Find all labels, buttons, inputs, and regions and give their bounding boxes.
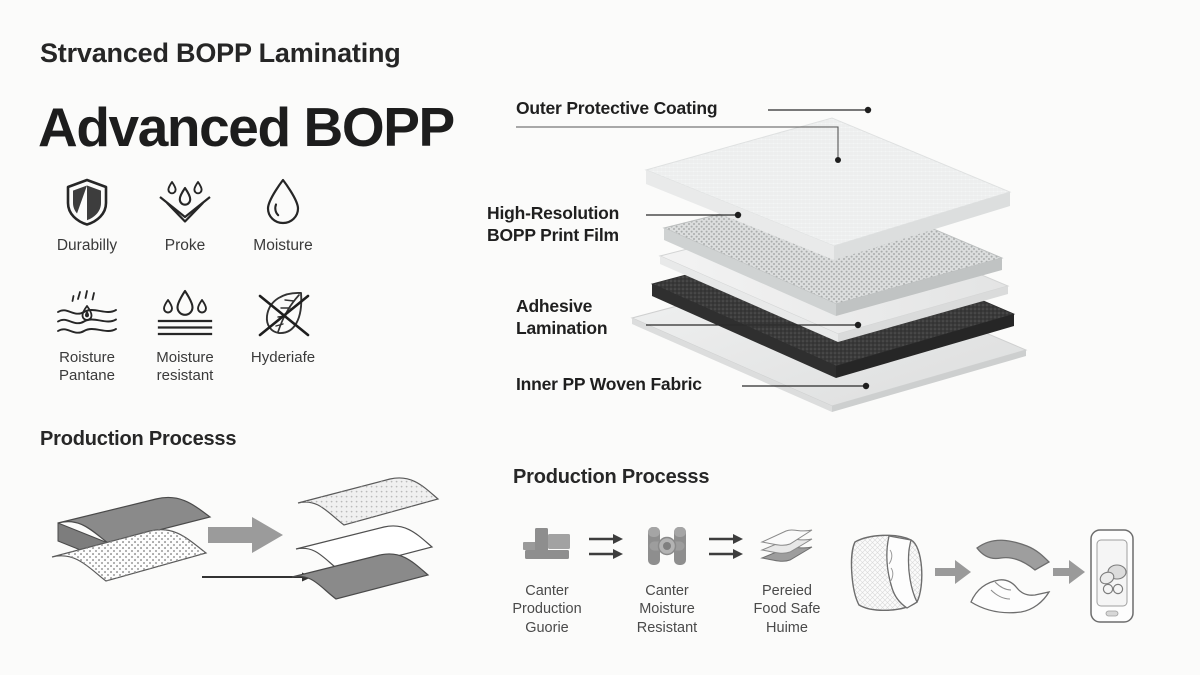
heat-wave-flame-icon <box>54 288 120 340</box>
feature-item-moisture-resistant: Moisture resistant <box>136 288 234 384</box>
feature-item-moisture: Moisture <box>234 176 332 255</box>
roller-lamination-icon <box>639 518 695 574</box>
production-steps: Canter Production Guorie <box>510 518 824 637</box>
layer-label-outer-protective-coating: Outer Protective Coating <box>516 98 718 118</box>
eyebrow-title: Strvanced BOPP Laminating <box>40 38 401 68</box>
crossed-leaf-icon <box>253 288 313 340</box>
feature-row-secondary: Roisture Pantane Moisture resistant <box>38 288 332 384</box>
flow-arrow-1-icon <box>935 560 971 584</box>
feature-item-proke: Proke <box>136 176 234 255</box>
feature-label: Roisture Pantane <box>59 349 115 384</box>
feature-label: Proke <box>164 237 206 254</box>
process-step-production: Canter Production Guorie <box>510 518 584 637</box>
step-arrow-2-icon <box>704 518 750 574</box>
woven-bag-icon <box>850 534 923 611</box>
stacked-sheets-icon <box>756 518 818 574</box>
production-process-diagram-left <box>40 465 440 610</box>
droplet-icon <box>261 176 305 228</box>
device-screen-icon <box>1090 529 1134 623</box>
process-step-label: Pereied Food Safe Huime <box>753 583 821 636</box>
layer-label-adhesive-lamination: Adhesive Lamination <box>516 296 608 338</box>
process-step-finished-product: Pereied Food Safe Huime <box>750 518 824 637</box>
feature-item-roisture-pantane: Roisture Pantane <box>38 288 136 384</box>
application-flow-illustration <box>845 520 1135 635</box>
feature-item-durability: Durabilly <box>38 176 136 255</box>
flow-arrow-2-icon <box>1053 560 1085 584</box>
droplets-over-lines-icon <box>154 288 216 340</box>
process-step-lamination: Canter Moisture Resistant <box>630 518 704 637</box>
feature-row-primary: Durabilly Proke Moisture <box>38 176 332 255</box>
process-step-label: Canter Production Guorie <box>512 583 582 636</box>
shield-icon <box>62 176 112 228</box>
production-process-heading-center: Production Processs <box>513 466 710 488</box>
step-arrow-1-icon <box>584 518 630 574</box>
printing-press-icon <box>519 518 575 574</box>
feature-item-hyderiafe: Hyderiafe <box>234 288 332 384</box>
water-repellent-icon <box>156 176 214 228</box>
hand-fabric-icon <box>970 539 1051 614</box>
process-step-label: Canter Moisture Resistant <box>636 583 698 636</box>
feature-label: Moisture <box>253 237 313 254</box>
page-title: Advanced BOPP <box>38 96 455 158</box>
layer-label-bopp-print-film: High-Resolution BOPP Print Film <box>487 203 620 245</box>
feature-label: Durabilly <box>56 237 118 254</box>
production-process-heading-left: Production Processs <box>40 428 237 450</box>
layer-label-inner-pp-woven-fabric: Inner PP Woven Fabric <box>516 374 702 394</box>
feature-label: Moisture resistant <box>156 349 214 384</box>
feature-label: Hyderiafe <box>250 349 316 366</box>
